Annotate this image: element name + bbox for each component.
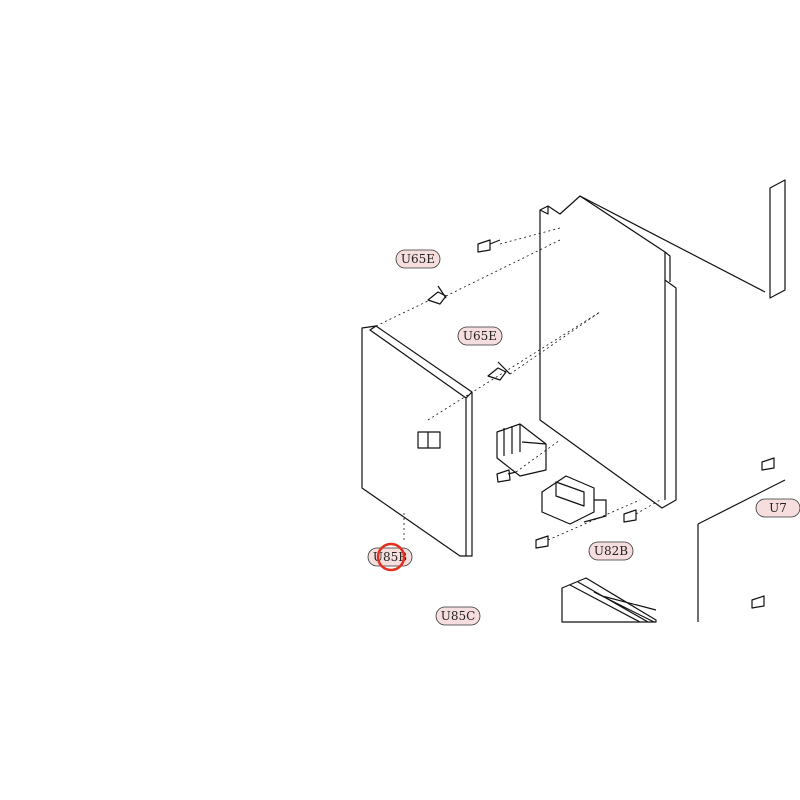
- screw-bottom-right: [623, 509, 637, 523]
- part-label-u85b: U85B: [367, 547, 413, 567]
- part-label-text: U85B: [373, 550, 407, 564]
- part-label-u7-partial: U7: [755, 498, 800, 518]
- highlight-circle: [376, 542, 406, 572]
- screw-terminal: [496, 469, 517, 483]
- screw-transformer: [535, 535, 549, 549]
- part-label-text: U65E: [401, 252, 435, 266]
- wing-nut-mid: [487, 361, 511, 381]
- part-label-text: U7: [769, 501, 787, 515]
- part-label-u85c: U85C: [435, 606, 481, 626]
- heatsink: [561, 577, 657, 623]
- terminal-block: [496, 423, 547, 477]
- part-label-text: U82B: [594, 544, 628, 558]
- part-label-u65e-mid: U65E: [457, 326, 503, 346]
- wing-nut-top: [427, 285, 447, 305]
- screw-right-2: [751, 595, 765, 609]
- part-label-u82b: U82B: [588, 541, 634, 561]
- part-label-text: U85C: [441, 609, 476, 623]
- back-mounting-plate: [539, 195, 677, 509]
- part-label-u65e-top: U65E: [395, 249, 441, 269]
- screw-right-1: [761, 457, 775, 471]
- assembly-guide-lines: [375, 227, 661, 541]
- part-label-text: U65E: [463, 329, 497, 343]
- front-cover-plate: [361, 325, 473, 557]
- screw-top: [477, 239, 501, 253]
- transformer: [541, 475, 607, 525]
- side-enclosure-fragment: [579, 179, 786, 622]
